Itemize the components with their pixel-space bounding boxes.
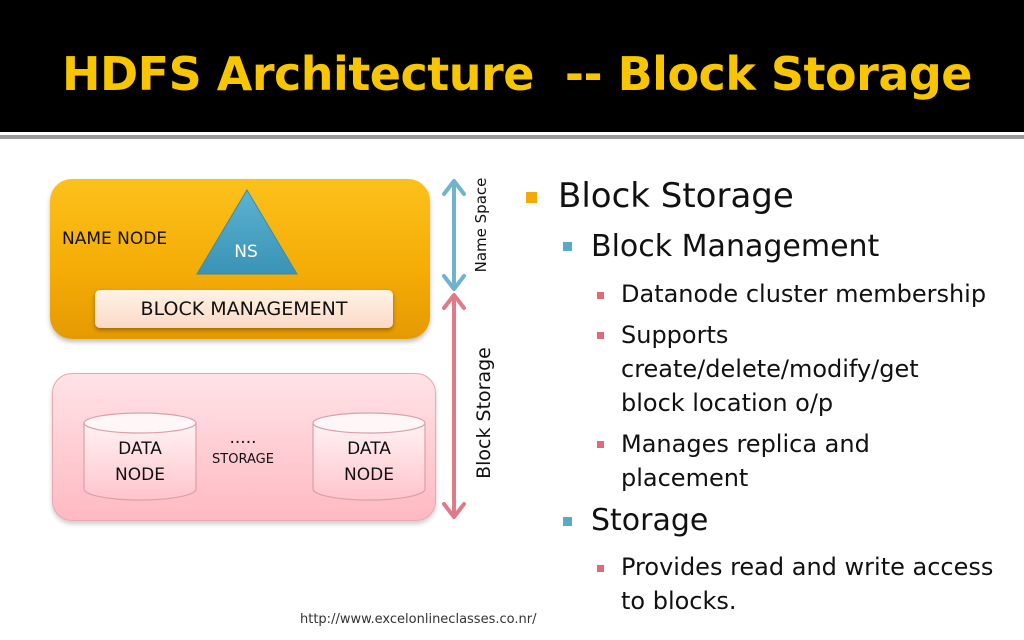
bullet-marker-l2 (563, 517, 572, 526)
bullet-provides-access: Provides read and write access to blocks… (621, 553, 994, 615)
slide-title: HDFS Architecture -- Block Storage (62, 47, 973, 101)
data-node-left-cylinder (83, 412, 197, 501)
data-node-right-cylinder (312, 412, 426, 501)
block-management-box: BLOCK MANAGEMENT (95, 290, 393, 328)
name-space-axis-label: Name Space (472, 177, 490, 273)
bullet-marker-l2 (563, 242, 572, 251)
ns-triangle-shape (196, 189, 298, 275)
storage-dots: ..... (229, 428, 257, 448)
bullet-block-storage: Block Storage (558, 176, 794, 216)
bullet-datanode-membership: Datanode cluster membership (621, 280, 987, 308)
bullet-block-management: Block Management (591, 229, 880, 264)
block-storage-arrow (442, 293, 466, 519)
ns-label: NS (234, 242, 258, 262)
data-node-right-label: DATA NODE (344, 439, 394, 485)
bullet-marker-l3 (597, 565, 604, 572)
bullet-marker-l1 (526, 192, 537, 203)
bullet-manages-replica: Manages replica and placement (621, 430, 870, 492)
data-node-left-label: DATA NODE (115, 439, 165, 485)
name-space-arrow (442, 179, 466, 291)
bullet-marker-l3 (597, 292, 604, 299)
title-bar (0, 0, 1024, 132)
title-divider (0, 135, 1024, 139)
bullet-marker-l3 (597, 332, 604, 339)
name-node-label: NAME NODE (62, 229, 168, 249)
bullet-marker-l3 (597, 441, 604, 448)
storage-label: STORAGE (212, 452, 274, 467)
bullet-storage: Storage (591, 503, 709, 538)
bullet-supports: Supports create/delete/modify/get block … (621, 321, 919, 417)
block-storage-axis-label: Block Storage (473, 347, 495, 479)
footer-url: http://www.excelonlineclasses.co.nr/ (300, 612, 537, 627)
